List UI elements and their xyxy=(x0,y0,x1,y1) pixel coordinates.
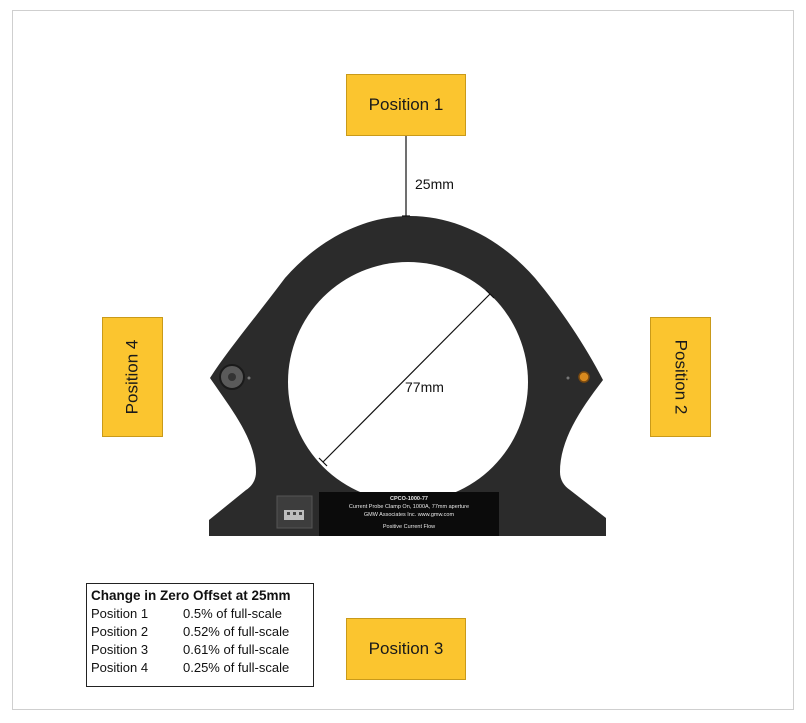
position-1-box: Position 1 xyxy=(346,74,466,136)
table-row-value: 0.25% of full-scale xyxy=(183,660,290,675)
position-2-box: Position 2 xyxy=(650,317,711,437)
device-label-company: GMW Associates Inc. www.gmw.com xyxy=(363,512,455,518)
device-label-description: Current Probe Clamp On, 1000A, 77mm aper… xyxy=(348,504,470,510)
device-label-plate: CPCO-1000-77 Current Probe Clamp On, 100… xyxy=(319,492,499,536)
table-title: Change in Zero Offset at 25mm xyxy=(91,588,291,603)
zero-offset-table: Change in Zero Offset at 25mm Position 1… xyxy=(86,583,314,687)
table-row-value: 0.52% of full-scale xyxy=(183,624,290,639)
screw-right xyxy=(578,371,590,383)
table-row-position: Position 4 xyxy=(91,660,149,675)
table-row: Position 4 0.25% of full-scale xyxy=(91,659,309,677)
table-row-value: 0.61% of full-scale xyxy=(183,642,290,657)
position-4-label: Position 4 xyxy=(122,339,142,415)
table-row-position: Position 3 xyxy=(91,642,149,657)
table-row-position: Position 2 xyxy=(91,624,149,639)
device-label-current-flow: Positive Current Flow xyxy=(382,524,436,530)
clamp-aperture xyxy=(288,262,528,502)
table-row: Position 3 0.61% of full-scale xyxy=(91,641,309,659)
offset-dimension-label: 25mm xyxy=(415,176,454,192)
device-label-model: CPCO-1000-77 xyxy=(390,496,428,502)
position-3-label: Position 3 xyxy=(368,639,444,658)
table-row-value: 0.5% of full-scale xyxy=(183,606,282,621)
table-row: Position 2 0.52% of full-scale xyxy=(91,623,309,641)
table-row: Position 1 0.5% of full-scale xyxy=(91,605,309,623)
position-1-label: Position 1 xyxy=(368,95,444,114)
position-4-box: Position 4 xyxy=(102,317,163,437)
diameter-dimension-line xyxy=(322,293,491,463)
position-3-box: Position 3 xyxy=(346,618,466,680)
table-row-position: Position 1 xyxy=(91,606,149,621)
position-2-label: Position 2 xyxy=(671,339,691,415)
diameter-dimension-label: 77mm xyxy=(405,379,444,395)
